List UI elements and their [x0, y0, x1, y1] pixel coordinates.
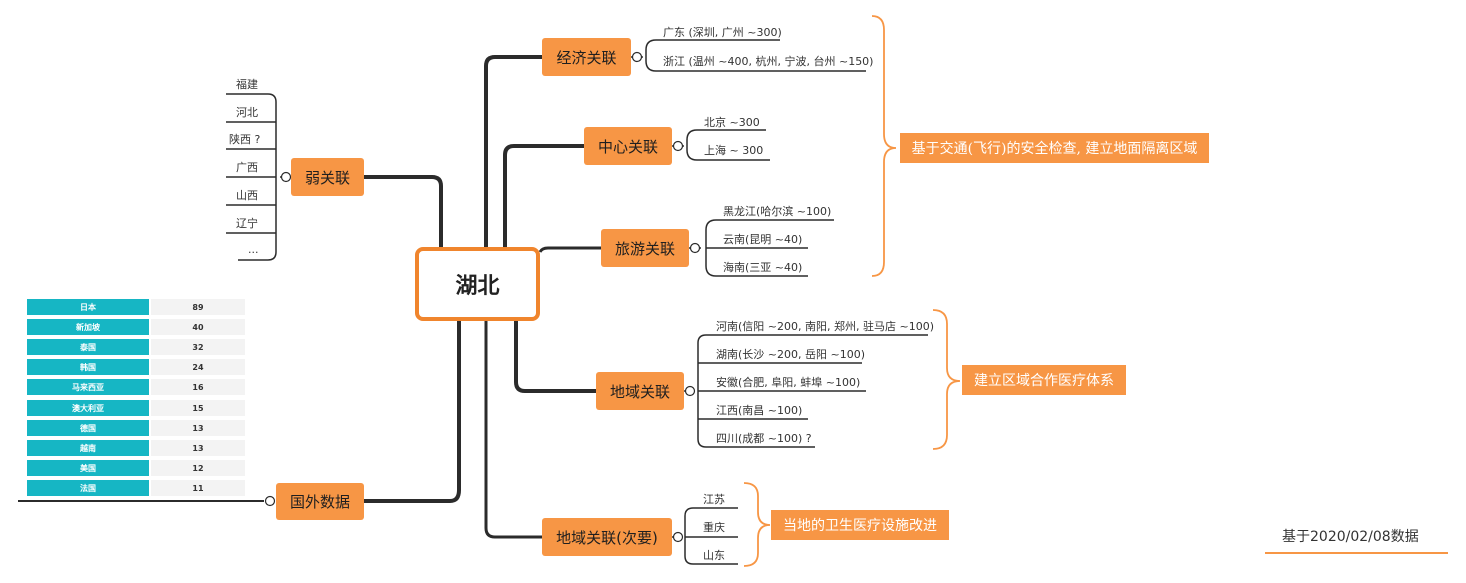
collapse-toggle-icon	[264, 495, 276, 507]
note-medical: 建立区域合作医疗体系	[962, 365, 1126, 395]
branch-economic[interactable]: 经济关联	[542, 38, 631, 76]
leaf-center[interactable]: 北京 ~300	[704, 116, 760, 129]
table-country-cell: 越南	[27, 440, 149, 456]
root-node[interactable]: 湖北	[415, 247, 540, 321]
table-country-cell: 马来西亚	[27, 379, 149, 395]
leaf-regional[interactable]: 四川(成都 ~100) ?	[716, 432, 812, 445]
collapse-toggle-icon	[684, 385, 696, 397]
table-count-cell: 13	[151, 440, 245, 456]
table-count-cell: 16	[151, 379, 245, 395]
table-count-cell: 11	[151, 480, 245, 496]
leaf-regional-minor[interactable]: 江苏	[703, 493, 725, 506]
collapse-toggle-icon	[631, 51, 643, 63]
leaf-tourism[interactable]: 黑龙江(哈尔滨 ~100)	[723, 205, 832, 218]
table-country-cell: 美国	[27, 460, 149, 476]
leaf-regional[interactable]: 安徽(合肥, 阜阳, 蚌埠 ~100)	[716, 376, 861, 389]
table-country-cell: 德国	[27, 420, 149, 436]
note-health: 当地的卫生医疗设施改进	[771, 510, 949, 540]
table-country-cell: 澳大利亚	[27, 400, 149, 416]
note-transport: 基于交通(飞行)的安全检查, 建立地面隔离区域	[900, 133, 1209, 163]
branch-foreign[interactable]: 国外数据	[276, 483, 364, 520]
leaf-regional-minor[interactable]: 山东	[703, 549, 725, 562]
leaf-tourism[interactable]: 云南(昆明 ~40)	[723, 233, 803, 246]
leaf-weak[interactable]: 河北	[236, 106, 258, 119]
table-count-cell: 24	[151, 359, 245, 375]
leaf-weak[interactable]: 福建	[236, 78, 258, 91]
leaf-regional[interactable]: 江西(南昌 ~100)	[716, 404, 803, 417]
table-count-cell: 32	[151, 339, 245, 355]
table-count-cell: 12	[151, 460, 245, 476]
leaf-weak[interactable]: 山西	[236, 189, 258, 202]
brace-medical	[932, 309, 961, 450]
branch-weak[interactable]: 弱关联	[291, 158, 364, 196]
leaf-weak[interactable]: 广西	[236, 161, 258, 174]
collapse-toggle-icon	[672, 140, 684, 152]
table-country-cell: 法国	[27, 480, 149, 496]
table-count-cell: 15	[151, 400, 245, 416]
collapse-toggle-icon	[689, 242, 701, 254]
brace-transport	[871, 15, 897, 277]
leaf-regional[interactable]: 河南(信阳 ~200, 南阳, 郑州, 驻马店 ~100)	[716, 320, 934, 333]
branch-tourism[interactable]: 旅游关联	[601, 229, 689, 267]
table-country-cell: 新加坡	[27, 319, 149, 335]
table-count-cell: 89	[151, 299, 245, 315]
leaf-center[interactable]: 上海 ~ 300	[704, 144, 764, 157]
leaf-economic[interactable]: 广东 (深圳, 广州 ~300)	[663, 26, 782, 39]
table-country-cell: 泰国	[27, 339, 149, 355]
data-date-footer: 基于2020/02/08数据	[1282, 529, 1419, 545]
branch-regional[interactable]: 地域关联	[596, 372, 684, 410]
leaf-tourism[interactable]: 海南(三亚 ~40)	[723, 261, 803, 274]
leaf-weak[interactable]: 辽宁	[236, 217, 258, 230]
leaf-regional-minor[interactable]: 重庆	[703, 521, 725, 534]
leaf-weak[interactable]: 陕西 ?	[229, 133, 261, 146]
table-count-cell: 13	[151, 420, 245, 436]
branch-center[interactable]: 中心关联	[584, 127, 672, 165]
collapse-toggle-icon	[280, 171, 292, 183]
leaf-weak[interactable]: ...	[248, 243, 259, 256]
collapse-toggle-icon	[672, 531, 684, 543]
table-count-cell: 40	[151, 319, 245, 335]
branch-regional-minor[interactable]: 地域关联(次要)	[542, 518, 672, 556]
table-country-cell: 韩国	[27, 359, 149, 375]
leaf-regional[interactable]: 湖南(长沙 ~200, 岳阳 ~100)	[716, 348, 865, 361]
table-country-cell: 日本	[27, 299, 149, 315]
brace-health	[743, 482, 771, 567]
leaf-economic[interactable]: 浙江 (温州 ~400, 杭州, 宁波, 台州 ~150)	[663, 55, 874, 68]
